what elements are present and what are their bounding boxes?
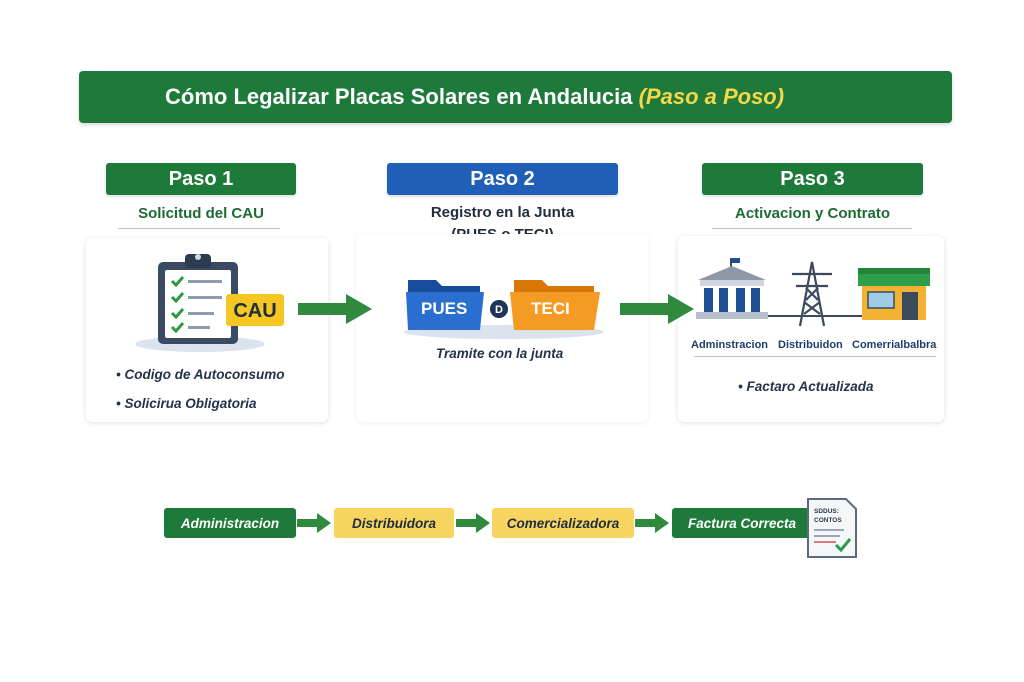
document-line-1: SDDUS: — [814, 508, 839, 515]
step-1-rule — [118, 228, 280, 229]
flow-distribuidora: Distribuidora — [334, 508, 454, 538]
folders-illustration: D — [404, 280, 604, 339]
document-check-icon: SDDUS: CONTOS — [807, 498, 857, 558]
flow-factura-correcta: Factura Correcta — [672, 508, 812, 538]
step-1-bullet-2: • Solicirua Obligatoria — [116, 396, 257, 411]
cau-badge: CAU — [233, 300, 276, 322]
step-3-icons-rule — [694, 356, 936, 357]
step-2-pill: Paso 2 — [387, 163, 618, 195]
connector-badge: D — [495, 304, 503, 316]
step-3-bullet: • Factaro Actualizada — [738, 379, 874, 394]
step-3-icons — [696, 258, 930, 327]
power-tower-icon — [792, 261, 832, 327]
shop-icon — [858, 268, 930, 320]
arrow-right-icon — [635, 513, 669, 533]
arrow-right-icon — [620, 294, 694, 324]
step-3-subtitle: Activacion y Contrato — [734, 205, 891, 222]
step-2-caption: Tramite con la junta — [436, 346, 564, 361]
step-3-rule — [712, 228, 912, 229]
title-main: Cómo Legalizar Placas Solares en Andaluc… — [165, 84, 633, 109]
clipboard-checklist-icon: CAU — [135, 254, 284, 352]
icon-label-distribuidora: Distribuidon — [778, 339, 843, 351]
step-1-subtitle: Solicitud del CAU — [138, 205, 264, 222]
pues-folder-label: PUES — [421, 299, 468, 318]
arrow-right-icon — [298, 294, 372, 324]
icon-label-comercializadora: Comerrialbalbra — [852, 339, 937, 351]
government-building-icon — [696, 258, 768, 319]
step-1-bullet-1: • Codigo de Autoconsumo — [116, 367, 285, 382]
flow-comercializadora: Comercializadora — [492, 508, 634, 538]
title-bar — [79, 71, 952, 123]
step-1-pill: Paso 1 — [106, 163, 296, 195]
document-line-2: CONTOS — [814, 517, 842, 524]
step-2-subtitle-line1: Registro en la Junta — [430, 204, 575, 221]
flow-administracion: Administracion — [164, 508, 296, 538]
icon-label-administracion: Adminstracion — [691, 339, 769, 351]
page-title: Cómo Legalizar Placas Solares en Andaluc… — [165, 84, 784, 112]
title-accent: (Paso a Poso) — [638, 84, 785, 109]
step-3-pill: Paso 3 — [702, 163, 923, 195]
arrow-right-icon — [456, 513, 490, 533]
teci-folder-label: TECI — [531, 299, 570, 318]
arrow-right-icon — [297, 513, 331, 533]
